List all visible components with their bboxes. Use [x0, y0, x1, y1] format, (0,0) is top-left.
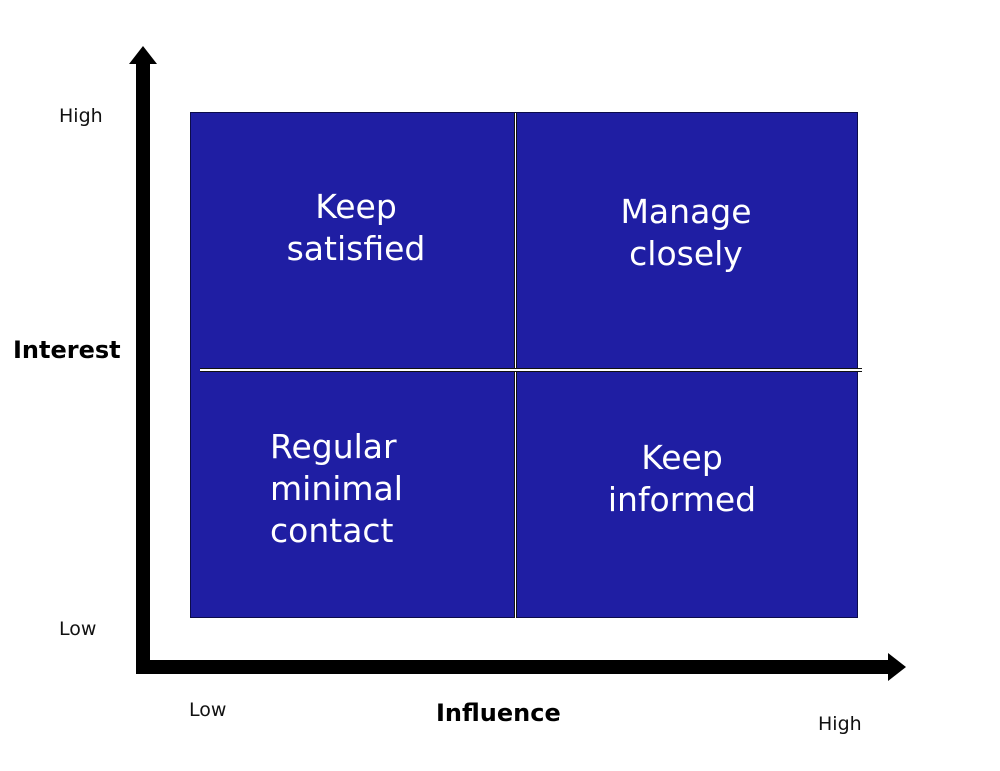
y-axis-title: Interest [13, 336, 121, 364]
x-axis-high-label: High [818, 713, 862, 735]
quadrant-text-line: satisfied [286, 229, 426, 268]
x-axis-line [136, 660, 892, 674]
horizontal-divider [200, 368, 862, 372]
quadrant-manage-closely: Manage closely [566, 191, 806, 275]
quadrant-text-line: Regular [270, 427, 397, 466]
quadrant-text-line: Manage [620, 192, 752, 231]
x-axis-arrowhead [888, 653, 906, 681]
quadrant-text-line: closely [629, 234, 743, 273]
quadrant-keep-informed: Keep informed [562, 437, 802, 521]
y-axis-line [136, 58, 150, 674]
quadrant-text-line: informed [607, 480, 757, 519]
vertical-divider [514, 113, 517, 618]
quadrant-regular-minimal-contact: Regular minimal contact [270, 426, 490, 552]
quadrant-text-line: contact [270, 511, 394, 550]
y-axis-arrowhead [129, 46, 157, 64]
quadrant-keep-satisfied: Keep satisfied [236, 186, 476, 270]
x-axis-low-label: Low [189, 699, 227, 721]
x-axis-title: Influence [436, 699, 561, 727]
quadrant-text-line: Keep [641, 438, 723, 477]
y-axis-high-label: High [59, 105, 103, 127]
quadrant-text-line: Keep [315, 187, 397, 226]
quadrant-grid [190, 112, 858, 618]
y-axis-low-label: Low [59, 618, 97, 640]
quadrant-text-line: minimal [270, 469, 403, 508]
